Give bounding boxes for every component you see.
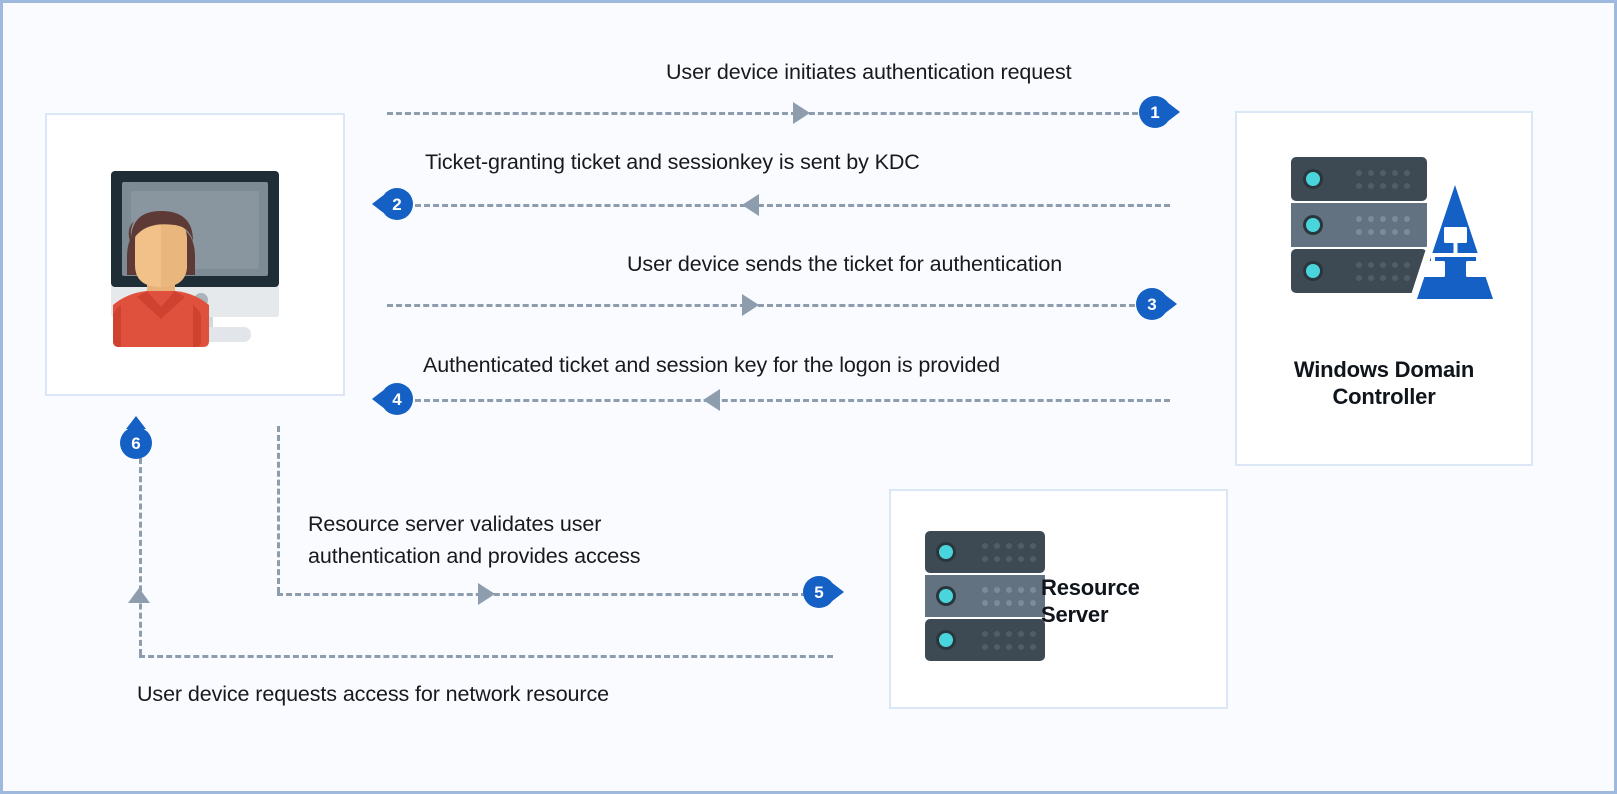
- step-6-label: User device requests access for network …: [137, 682, 609, 706]
- step-2-badge-number: 2: [392, 194, 402, 214]
- step-3-arrowhead-icon: [742, 294, 759, 316]
- step-4-badge-pointer-icon: [372, 389, 385, 409]
- step-1-badge-number: 1: [1150, 102, 1160, 122]
- resource-server-card[interactable]: Resource Server: [889, 489, 1228, 709]
- resource-server-label: Resource Server: [1041, 575, 1221, 629]
- step-3-badge-number: 3: [1147, 294, 1157, 314]
- step-5-badge-pointer-icon: [831, 582, 844, 602]
- resource-server-label-line1: Resource: [1041, 575, 1140, 600]
- server-rack-with-network-triangle-icon: [1289, 139, 1501, 309]
- user-device-card[interactable]: [45, 113, 345, 396]
- step-4-label: Authenticated ticket and session key for…: [423, 353, 1001, 377]
- user-at-computer-icon: [89, 155, 304, 355]
- step-1-badge-pointer-icon: [1167, 102, 1180, 122]
- step-4-arrowhead-icon: [703, 389, 720, 411]
- step-3-label: User device sends the ticket for authent…: [627, 252, 1063, 276]
- step-1-badge[interactable]: 1: [1139, 96, 1180, 128]
- step-5-label: Resource server validates user authentic…: [308, 509, 708, 572]
- step-2-label: Ticket-granting ticket and sessionkey is…: [425, 150, 920, 174]
- step-5-vertical-connector: [277, 426, 280, 593]
- step-6-badge-number: 6: [131, 433, 141, 453]
- step-5-badge-number: 5: [814, 582, 824, 602]
- step-1-label: User device initiates authentication req…: [666, 60, 1072, 84]
- domain-controller-card[interactable]: Windows Domain Controller: [1235, 111, 1533, 466]
- step-2-badge[interactable]: 2: [372, 188, 413, 220]
- step-6-arrowhead-icon: [128, 588, 150, 603]
- step-4-connector: [415, 399, 1170, 402]
- domain-controller-label-line1: Windows Domain: [1293, 357, 1475, 382]
- step-2-connector: [415, 204, 1170, 207]
- domain-controller-label-line2: Controller: [1332, 383, 1436, 409]
- step-3-badge-pointer-icon: [1164, 294, 1177, 314]
- step-5-arrowhead-icon: [478, 583, 495, 605]
- step-2-arrowhead-icon: [742, 194, 759, 216]
- domain-controller-label: Windows Domain Controller: [1237, 357, 1531, 411]
- step-3-connector: [387, 304, 1144, 307]
- step-4-badge[interactable]: 4: [372, 383, 413, 415]
- step-6-badge-pointer-icon: [126, 416, 146, 429]
- step-1-connector: [387, 112, 1147, 115]
- step-6-badge[interactable]: 6: [120, 416, 152, 459]
- step-3-badge[interactable]: 3: [1136, 288, 1177, 320]
- step-5-label-line1: Resource server validates user: [308, 512, 602, 536]
- step-5-label-line2: authentication and provides access: [308, 543, 641, 568]
- step-6-vertical-connector: [139, 458, 142, 655]
- resource-server-label-line2: Server: [1041, 601, 1109, 627]
- step-2-badge-pointer-icon: [372, 194, 385, 214]
- step-6-connector: [139, 655, 833, 658]
- step-4-badge-number: 4: [392, 389, 402, 409]
- step-1-arrowhead-icon: [793, 102, 810, 124]
- step-5-badge[interactable]: 5: [803, 576, 844, 608]
- server-rack-icon: [925, 531, 1047, 678]
- step-5-connector: [277, 593, 807, 596]
